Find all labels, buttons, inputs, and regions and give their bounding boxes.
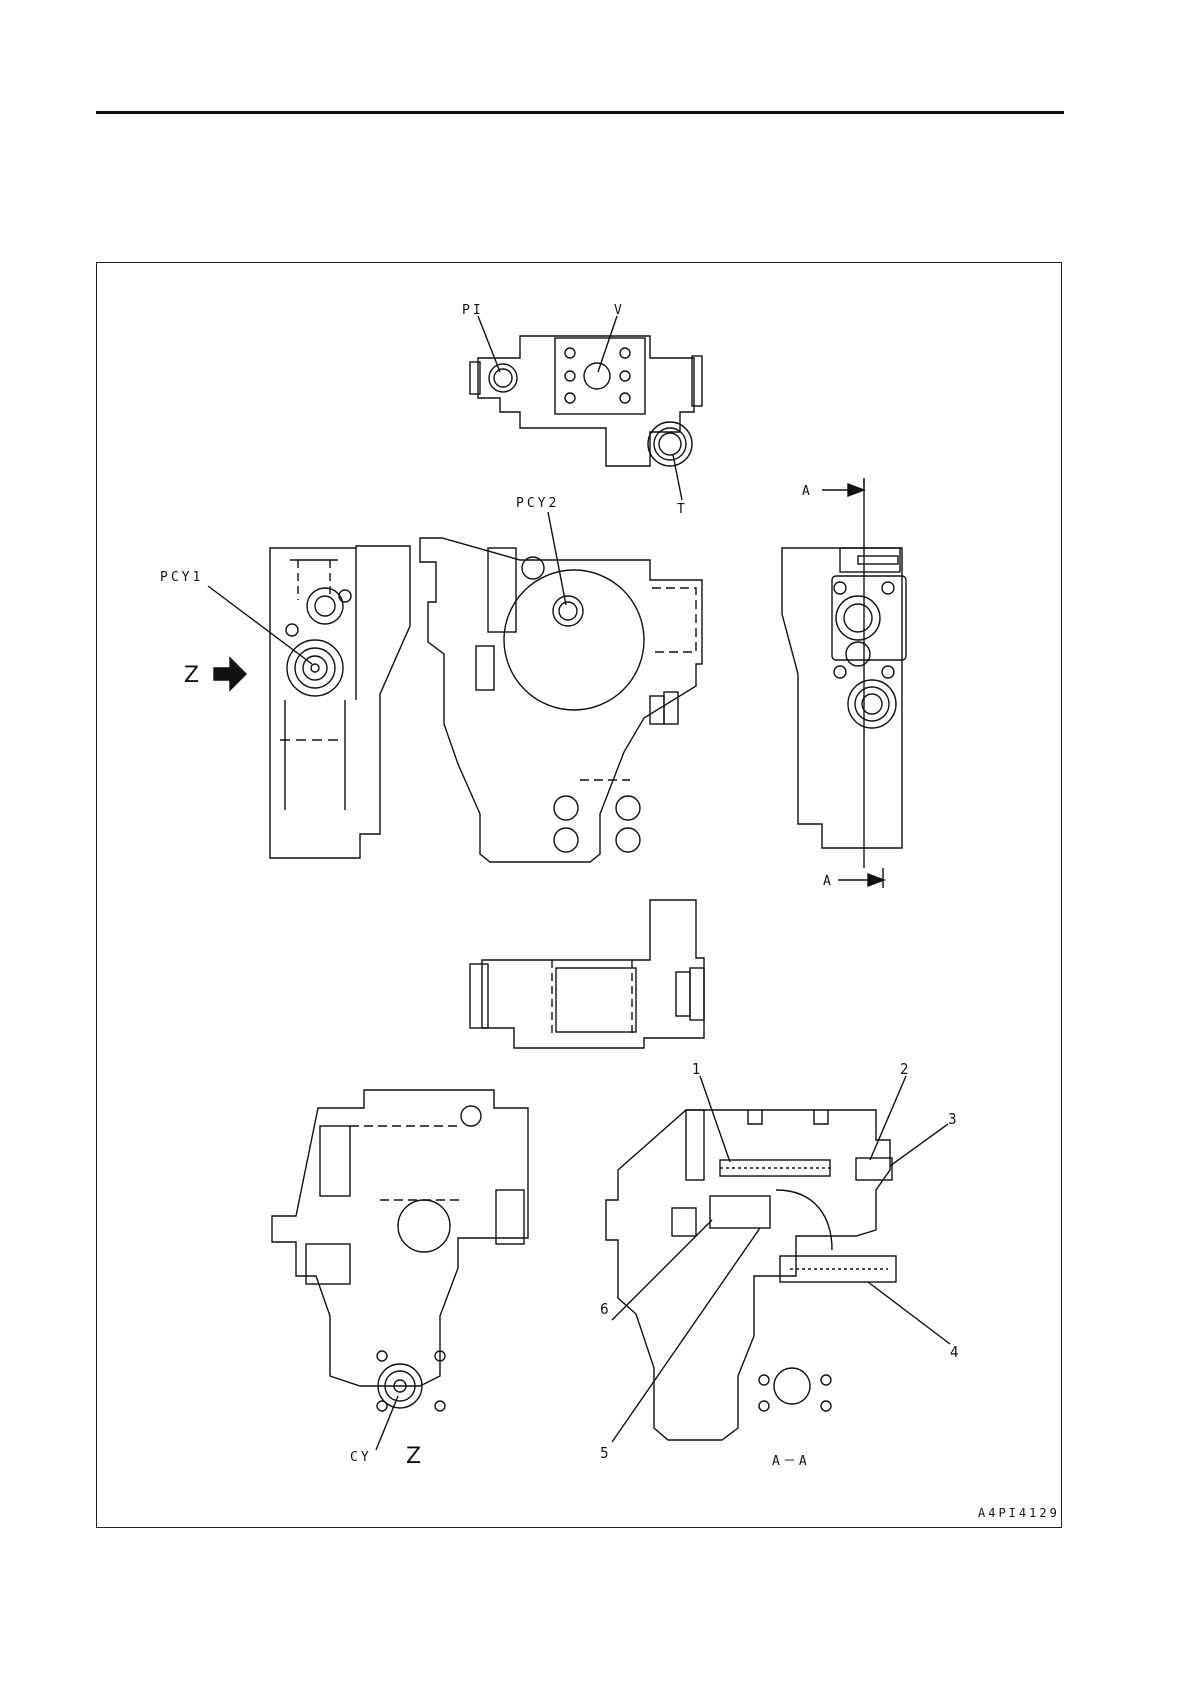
label-cy: CY [350, 1450, 372, 1465]
label-section-a-a: A－A [772, 1450, 810, 1469]
callout-2: 2 [900, 1060, 909, 1078]
underside-view [470, 900, 704, 1048]
top-view [470, 316, 702, 500]
view-z [272, 1090, 528, 1450]
label-a-top: A [802, 484, 813, 499]
callout-3: 3 [948, 1110, 957, 1128]
label-z-arrow: Z [184, 663, 199, 688]
callout-4: 4 [950, 1343, 959, 1361]
callout-6: 6 [600, 1300, 609, 1318]
right-side-view [782, 478, 906, 888]
label-pcy2: PCY2 [516, 496, 559, 511]
callout-5: 5 [600, 1444, 609, 1462]
left-side-view [208, 546, 410, 858]
label-v: V [614, 303, 625, 318]
callout-1: 1 [692, 1060, 701, 1078]
label-t: T [677, 502, 688, 517]
label-pi: PI [462, 303, 484, 318]
section-a-a [606, 1076, 950, 1442]
label-view-z: Z [406, 1444, 421, 1469]
front-view [420, 512, 702, 862]
label-a-bottom: A [823, 874, 834, 889]
figure-id: A4PI4129 [978, 1506, 1060, 1520]
label-pcy1: PCY1 [160, 570, 203, 585]
